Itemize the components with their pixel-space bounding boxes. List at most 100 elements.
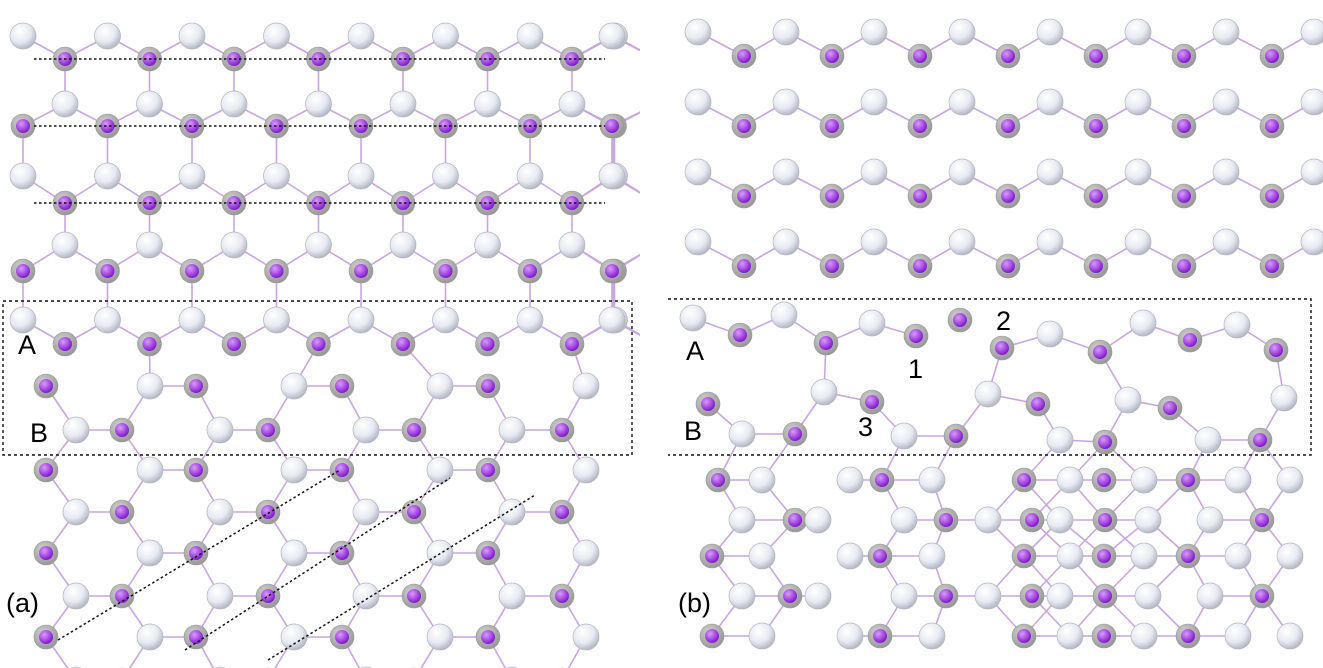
light-atom (890, 582, 918, 610)
dopant-atom (825, 49, 839, 63)
dopant-atom (737, 119, 751, 133)
dopant-atom (711, 473, 725, 487)
light-atom (347, 306, 375, 334)
light-atom (772, 88, 800, 116)
light-atom (598, 306, 626, 334)
dopant-atom (115, 423, 129, 437)
light-atom (974, 582, 1002, 610)
dopant-atom (189, 630, 203, 644)
dopant-atom (1177, 259, 1191, 273)
light-atom (684, 228, 712, 256)
light-atom (263, 162, 290, 190)
dopant-atom (261, 589, 275, 603)
light-atom (389, 90, 417, 118)
light-atom (1036, 18, 1064, 46)
light-atom (1270, 384, 1298, 412)
light-atom (1134, 506, 1162, 534)
light-atom (836, 542, 864, 570)
dopant-atom (39, 379, 53, 393)
dopant-atom (185, 119, 199, 133)
light-atom (748, 542, 776, 570)
dopant-atom (335, 463, 349, 477)
light-atom (1194, 426, 1222, 454)
dopant-atom (16, 119, 30, 133)
light-atom (136, 90, 163, 118)
light-atom (860, 88, 888, 116)
dopant-atom (1163, 401, 1177, 415)
light-atom (974, 380, 1002, 408)
dopant-atom (939, 513, 953, 527)
dopant-atom (407, 505, 421, 519)
light-atom (558, 231, 586, 259)
light-atom (263, 306, 290, 334)
dopant-atom (605, 119, 619, 133)
dopant-atom (335, 379, 349, 393)
light-atom (598, 22, 626, 50)
dopant-atom (737, 189, 751, 203)
dopant-atom (481, 546, 495, 560)
dopant-atom (1177, 49, 1191, 63)
light-atom (728, 582, 756, 610)
dopant-atom (269, 264, 284, 278)
dopant-atom (650, 337, 664, 351)
light-atom (1212, 18, 1240, 46)
light-atom (1056, 622, 1084, 650)
dopant-atom (100, 119, 115, 133)
panel-b-label: (b) (678, 588, 711, 618)
light-atom (347, 162, 375, 190)
light-atom (498, 498, 526, 526)
dopant-atom (939, 589, 953, 603)
dopant-atom (555, 505, 569, 519)
dopant-atom (311, 337, 326, 351)
light-atom (1036, 228, 1064, 256)
dopant-atom (913, 189, 927, 203)
dopant-atom (788, 427, 802, 441)
dopant-atom (913, 119, 927, 133)
light-atom (684, 88, 712, 116)
light-atom (772, 158, 800, 186)
light-atom (860, 158, 888, 186)
light-atom (474, 90, 501, 118)
light-atom (860, 18, 888, 46)
light-atom (62, 416, 90, 444)
dopant-atom (875, 473, 889, 487)
dopant-atom (1025, 589, 1039, 603)
light-atom (1212, 158, 1240, 186)
dopant-atom (1089, 119, 1103, 133)
light-atom (280, 372, 308, 400)
light-atom (305, 90, 332, 118)
dopant-atom (825, 189, 839, 203)
light-atom (1276, 622, 1304, 650)
light-atom (62, 582, 90, 610)
light-atom (136, 623, 164, 651)
dopant-atom (1001, 49, 1015, 63)
light-atom (858, 309, 886, 337)
light-atom (572, 372, 600, 400)
light-atom (136, 456, 164, 484)
light-atom (804, 506, 832, 534)
dopant-atom (1265, 49, 1279, 63)
dopant-atom (555, 589, 569, 603)
light-atom (1129, 309, 1157, 337)
dopant-atom (783, 589, 797, 603)
light-atom (1124, 158, 1152, 186)
light-atom (426, 456, 454, 484)
dopant-atom (335, 546, 349, 560)
light-atom (810, 378, 838, 406)
dopant-atom (1181, 549, 1195, 563)
dopant-atom (1017, 473, 1031, 487)
light-atom (498, 582, 526, 610)
dopant-atom (1183, 333, 1197, 347)
dopant-atom (39, 546, 53, 560)
dopant-atom (523, 264, 537, 278)
light-atom (1224, 622, 1252, 650)
dopant-atom (39, 630, 53, 644)
dopant-atom (1253, 433, 1267, 447)
dopant-atom (1001, 259, 1015, 273)
dopant-atom (1177, 119, 1191, 133)
light-atom (498, 416, 526, 444)
dopant-atom (701, 397, 715, 411)
light-atom (728, 506, 756, 534)
panel-b-row-b-label: B (684, 416, 702, 446)
light-atom (206, 498, 234, 526)
